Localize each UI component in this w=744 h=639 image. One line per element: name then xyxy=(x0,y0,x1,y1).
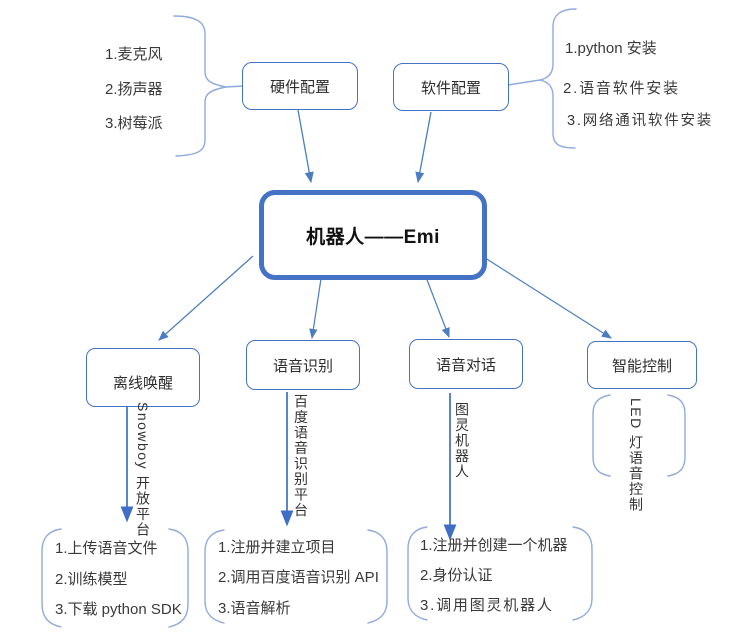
voice-dialog-steps-bracket xyxy=(407,526,593,621)
robot-emi-box: 机器人——Emi xyxy=(259,190,487,280)
arrow-robot-to-voice-dialog xyxy=(423,271,450,339)
platform-label-led: LED 灯语音控制 xyxy=(628,398,644,513)
arrow-hardware-to-robot xyxy=(297,109,314,184)
software-config-box: 软件配置 xyxy=(393,63,509,111)
branch-box-smart-control: 智能控制 xyxy=(587,341,697,389)
software-item: 3.网络通讯软件安装 xyxy=(567,113,714,129)
branch-box-voice-dialog: 语音对话 xyxy=(409,339,523,389)
step-item: 1.注册并创建一个机器 xyxy=(420,537,568,554)
step-item: 1.上传语音文件 xyxy=(55,540,158,557)
step-item: 3.下载 python SDK xyxy=(55,601,182,618)
speech-recognition-steps-bracket xyxy=(204,529,388,624)
software-item: 2.语音软件安装 xyxy=(563,80,680,97)
hardware-brace xyxy=(173,15,244,157)
step-item: 3.语音解析 xyxy=(218,600,291,617)
step-item: 2.训练模型 xyxy=(55,571,128,588)
arrow-robot-to-offline-wake xyxy=(158,255,254,341)
step-item: 2.身份认证 xyxy=(420,567,493,584)
arrow-robot-to-speech-recognition xyxy=(309,271,323,340)
branch-box-speech-recognition: 语音识别 xyxy=(246,340,360,390)
platform-label-snowboy: Snowboy 开放平台 xyxy=(135,402,151,538)
arrow-robot-to-smart-control xyxy=(481,255,612,339)
offline-wake-steps-bracket xyxy=(41,528,189,628)
branch-box-offline-wake: 离线唤醒 xyxy=(86,348,200,407)
hardware-item: 3.树莓派 xyxy=(105,115,163,132)
software-item: 1.python 安装 xyxy=(565,40,657,57)
smart-control-bracket xyxy=(592,394,686,477)
step-item: 2.调用百度语音识别 API xyxy=(218,569,379,586)
platform-label-turing: 图灵机器人 xyxy=(454,402,470,480)
hardware-item: 2.扬声器 xyxy=(105,81,163,98)
platform-label-baidu: 百度语音识别平台 xyxy=(293,394,309,518)
hardware-item: 1.麦克风 xyxy=(105,46,163,63)
hardware-config-box: 硬件配置 xyxy=(242,62,358,110)
step-item: 1.注册并建立项目 xyxy=(218,539,336,556)
arrow-software-to-robot xyxy=(415,111,432,184)
software-brace xyxy=(507,8,577,149)
step-item: 3.调用图灵机器人 xyxy=(420,597,554,614)
